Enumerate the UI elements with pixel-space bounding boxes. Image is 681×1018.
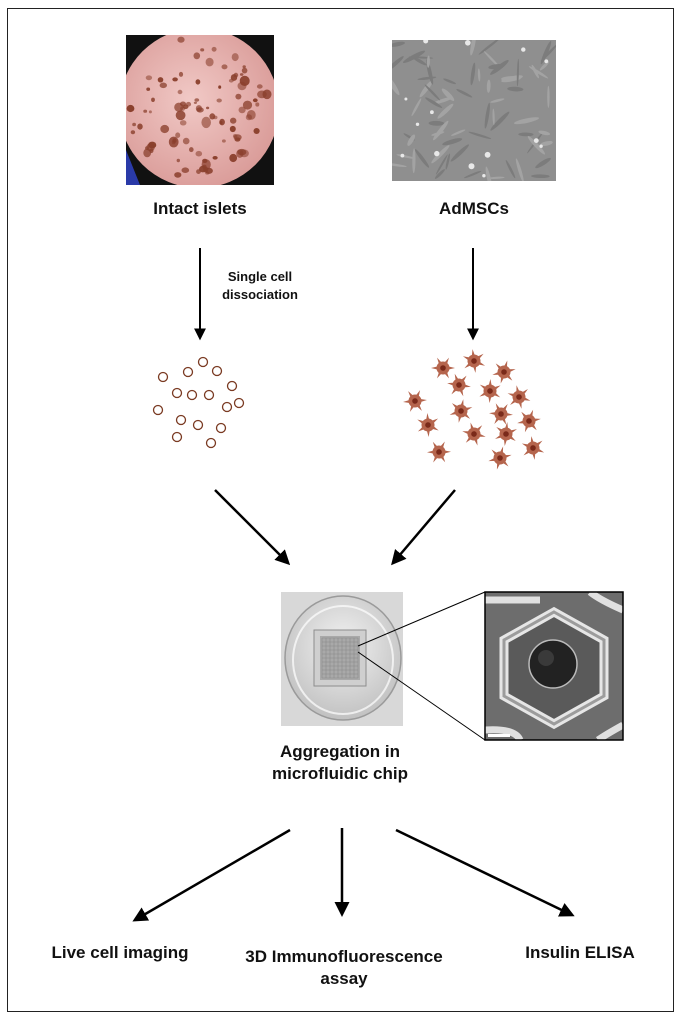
admscs-label: AdMSCs xyxy=(439,199,509,218)
round-cell-icon xyxy=(152,356,245,449)
live-cell-imaging-label: Live cell imaging xyxy=(51,943,189,962)
microwell-sem-icon xyxy=(485,592,623,740)
dissociation-label-line2: dissociation xyxy=(222,287,298,302)
intact-islets-label: Intact islets xyxy=(153,199,247,218)
immunofluorescence-label-line2: assay xyxy=(320,969,368,988)
aggregation-label-line1: Aggregation in xyxy=(280,742,400,761)
admsc-micrograph-icon xyxy=(392,40,556,181)
arrow-cells-to-chip-right xyxy=(391,489,456,566)
figure-frame xyxy=(7,8,674,1012)
arrow-chip-to-elisa xyxy=(395,828,575,917)
microfluidic-chip-icon xyxy=(281,592,403,726)
arrow-cells-to-chip-left xyxy=(214,489,291,566)
immunofluorescence-label-line1: 3D Immunofluorescence xyxy=(245,947,443,966)
insulin-elisa-label: Insulin ELISA xyxy=(525,943,635,962)
aggregation-label-line2: microfluidic chip xyxy=(271,764,409,783)
dissociation-label-line1: Single cell xyxy=(227,269,293,284)
arrow-chip-to-live-imaging xyxy=(132,828,291,922)
islet-micrograph-icon xyxy=(126,35,274,185)
zoom-line-top xyxy=(357,591,486,647)
stellate-cell-icon xyxy=(403,349,545,470)
zoom-line-bottom xyxy=(357,651,486,741)
